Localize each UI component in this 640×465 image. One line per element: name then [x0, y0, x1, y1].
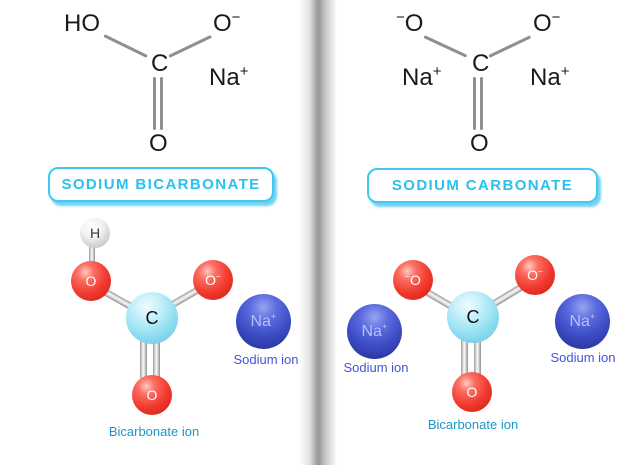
bond-ho-c [103, 33, 148, 58]
hydrogen-sphere: H [80, 218, 110, 248]
double-bond-line-2 [159, 77, 163, 130]
formula-carbon-label: C [151, 50, 169, 77]
oxygen-sphere-right: O− [515, 255, 555, 295]
oxygen-sphere-bottom: O [452, 372, 492, 412]
carbonate-title-badge: SODIUM CARBONATE [367, 168, 598, 203]
bond-c-o [168, 34, 213, 58]
bond-o-c [423, 34, 468, 58]
formula-sodium-label: Na+ [209, 63, 249, 91]
formula-sodium-left-label: Na+ [402, 63, 442, 91]
oxygen-sphere-left: O [71, 261, 111, 301]
bicarbonate-title: SODIUM BICARBONATE [61, 176, 261, 193]
bicarbonate-ion-caption: Bicarbonate ion [108, 424, 200, 439]
bicarbonate-title-badge: SODIUM BICARBONATE [48, 167, 274, 202]
bond-c-o [488, 35, 532, 58]
formula-o-minus-label: O− [213, 9, 241, 37]
formula-sodium-right-label: Na+ [530, 63, 570, 91]
oxygen-sphere-right: O− [193, 260, 233, 300]
sodium-ion-left-caption: Sodium ion [343, 360, 409, 375]
formula-oxygen-bottom-label: O [470, 130, 489, 157]
oxygen-sphere-left: −O [393, 260, 433, 300]
carbonate-title: SODIUM CARBONATE [391, 177, 574, 194]
panel-divider [299, 0, 337, 465]
stick-double-2 [153, 336, 160, 380]
double-bond-line-2 [479, 77, 483, 130]
formula-o-minus-label: O− [533, 9, 561, 37]
sodium-sphere: Na+ [236, 294, 291, 349]
formula-ho-label: HO [64, 10, 100, 37]
formula-oxygen-bottom-label: O [149, 130, 168, 157]
carbonate-molecule-caption: Bicarbonate ion [427, 417, 519, 432]
sodium-ion-caption: Sodium ion [233, 352, 299, 367]
sodium-ion-right-caption: Sodium ion [550, 350, 616, 365]
oxygen-sphere-bottom: O [132, 375, 172, 415]
stick-double-1 [140, 336, 147, 380]
stick-double-1 [461, 338, 468, 382]
double-bond-line-1 [472, 77, 476, 130]
formula-minus-o-label: −O [396, 9, 424, 37]
double-bond-line-1 [152, 77, 156, 130]
carbon-sphere: C [447, 291, 499, 343]
sodium-sphere-right: Na+ [555, 294, 610, 349]
formula-carbon-label: C [472, 50, 490, 77]
sodium-sphere-left: Na+ [347, 304, 402, 359]
carbon-sphere: C [126, 292, 178, 344]
stick-h-o [89, 238, 95, 266]
stick-double-2 [474, 338, 481, 382]
